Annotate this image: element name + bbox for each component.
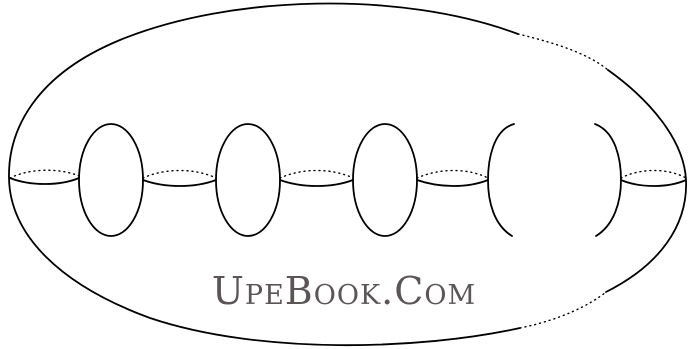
watermark-text: UpeBook.Com [0, 272, 688, 310]
outer-boundary-right [606, 70, 686, 292]
hole-2 [216, 124, 280, 236]
tube-2-3-hidden [280, 171, 353, 179]
tube-right-end-hidden [621, 171, 686, 179]
hole-3 [353, 124, 417, 236]
tube-right-end [621, 180, 686, 186]
tube-2-3 [280, 180, 353, 186]
tube-3-4-hidden [417, 171, 488, 179]
tube-3-4 [417, 180, 488, 186]
tube-1-2-hidden [143, 171, 216, 179]
tube-left-end [10, 178, 79, 184]
outer-boundary-hidden-top [518, 34, 608, 70]
tube-1-2 [143, 180, 216, 186]
hole-1 [79, 124, 143, 236]
hole-4-left-arc [488, 124, 514, 236]
tube-left-end-hidden [10, 170, 79, 178]
hole-4-right-arc [595, 124, 621, 236]
